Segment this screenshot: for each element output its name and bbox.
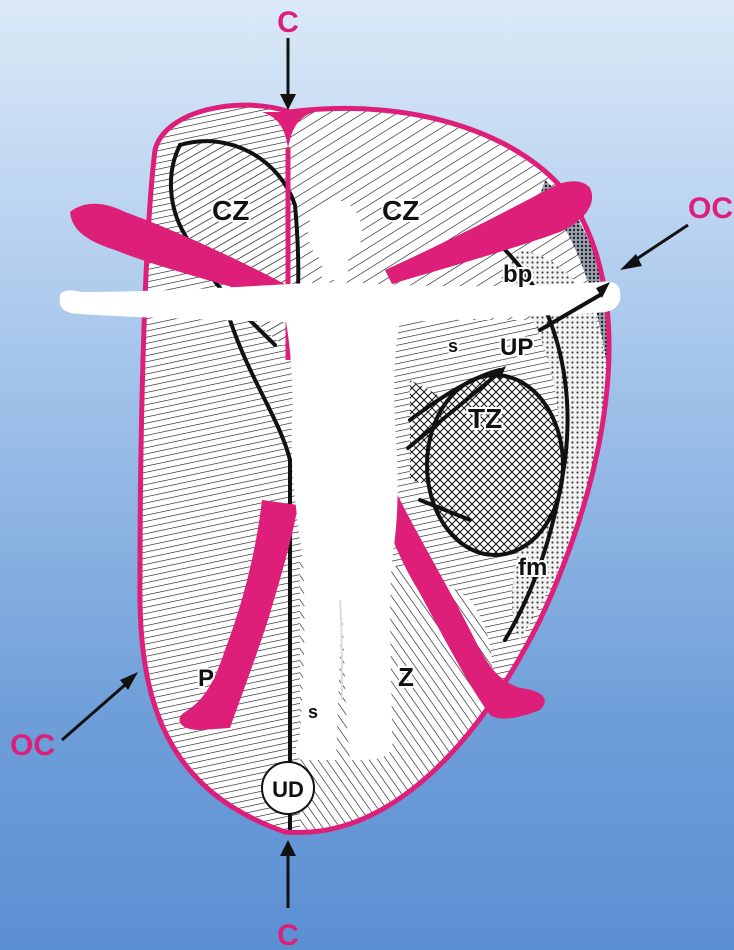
label-oc-right: OC xyxy=(688,192,733,225)
label-p: P xyxy=(198,665,214,692)
label-c-top: C xyxy=(277,6,299,39)
label-cz-left: CZ xyxy=(212,195,249,226)
label-tz: TZ xyxy=(468,403,502,434)
label-bp: bp xyxy=(503,261,532,288)
label-fm: fm xyxy=(518,554,547,581)
tz-ellipse xyxy=(427,375,563,555)
label-up: UP xyxy=(500,334,533,361)
arrow-c-bottom-head xyxy=(280,840,296,856)
label-cz-right: CZ xyxy=(382,195,419,226)
label-s-lower: s xyxy=(308,702,318,722)
label-z: Z xyxy=(398,662,414,692)
label-s-upper: s xyxy=(448,336,458,356)
label-c-bottom: C xyxy=(277,919,299,950)
label-oc-left: OC xyxy=(10,729,55,762)
label-ud: UD xyxy=(272,777,304,802)
